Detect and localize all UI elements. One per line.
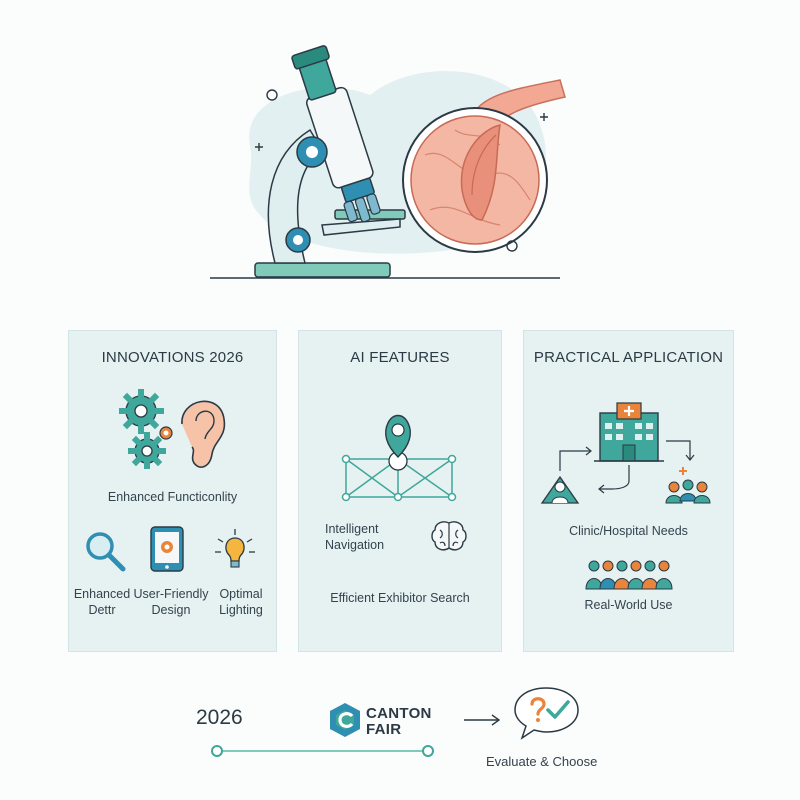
hospital-icon [594,402,664,462]
microscope-icon [254,45,406,278]
clinic-needs-label: Clinic/Hospital Needs [569,524,688,538]
microscope-illustration [210,45,566,279]
item-label-enhanced: Enhanced Dettr [73,587,131,617]
lightbulb-icon [215,529,255,568]
panel-ai-features: AI FEATURES Intelligent Navigation Effic… [298,330,502,652]
item-label-user-friendly: User-Friendly Design [133,587,209,617]
gears-icon [119,389,173,469]
sparkle-icon [255,143,263,151]
panel-title: AI FEATURES [350,349,450,366]
timeline-bar [211,745,434,757]
patient-group-icon [665,467,711,504]
clinic-doctor-icon [540,475,580,504]
decision-speech-bubble-icon [514,687,579,740]
footer-year: 2026 [196,706,243,729]
item-label-optimal-lighting: Optimal Lighting [219,587,263,617]
real-world-use-label: Real-World Use [584,598,673,612]
tissue-magnifier-icon [402,107,548,253]
intelligent-navigation-label: Intelligent Navigation [325,522,385,552]
ear-icon [181,400,226,468]
canton-fair-brand: CANTON FAIR [366,705,432,738]
panel-practical-application: PRACTICAL APPLICATION [523,330,734,652]
panel-innovations: INNOVATIONS 2026 Enhanced Functiconlity [68,330,277,652]
magnifier-icon [86,532,126,572]
exhibitor-search-label: Efficient Exhibitor Search [330,591,470,605]
hospital-flow-diagram [540,402,711,504]
canton-fair-logo-icon [330,703,360,737]
evaluate-choose-label: Evaluate & Choose [486,754,598,769]
brain-icon [431,521,467,551]
arrow-right-icon [464,714,501,726]
decor-circle-icon [266,89,278,101]
people-group-icon [585,560,673,590]
panel-title: PRACTICAL APPLICATION [533,349,724,366]
network-map-icon [341,414,457,502]
tablet-icon [150,526,184,572]
panel-title: INNOVATIONS 2026 [101,349,244,366]
functionality-label: Enhanced Functiconlity [107,490,238,504]
